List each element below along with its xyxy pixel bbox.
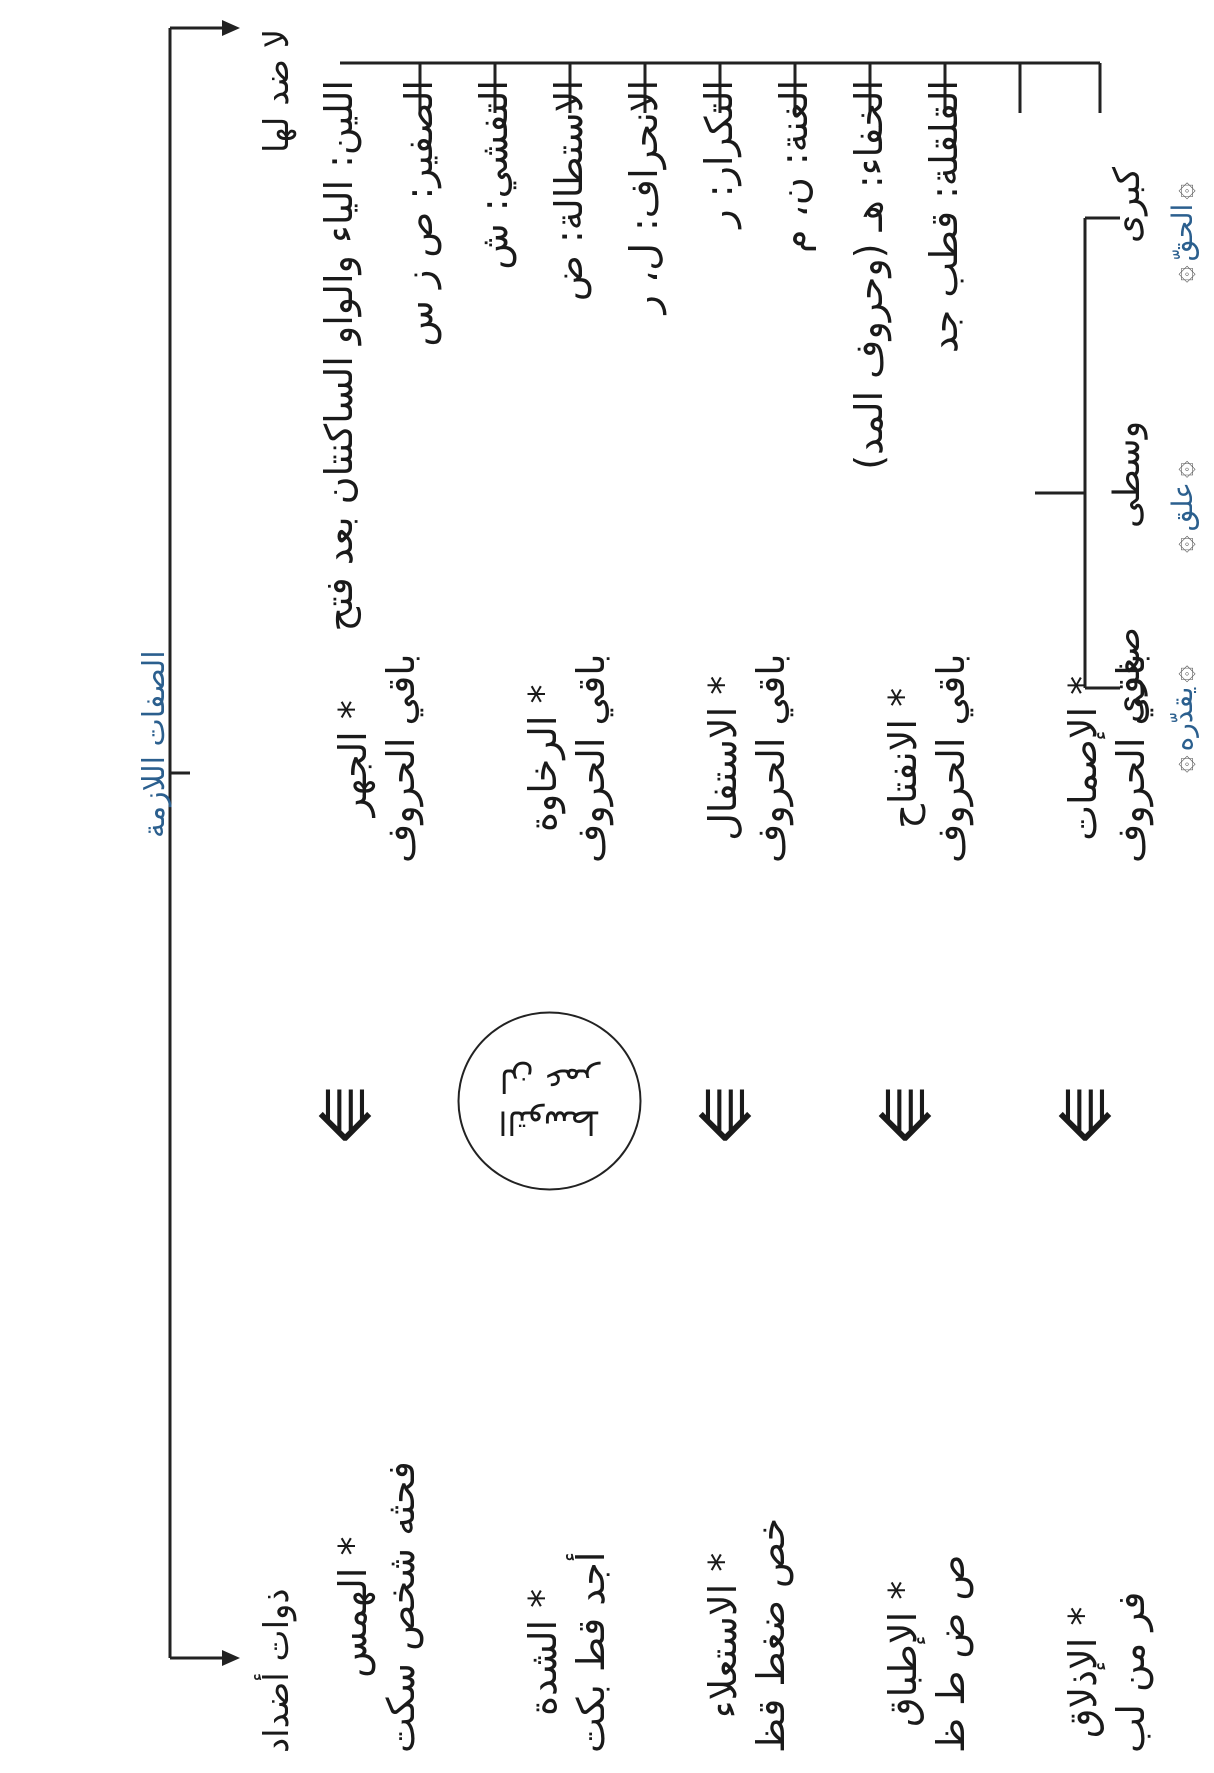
attribute-letters: أجد قط بكت <box>568 1551 613 1753</box>
attribute-rakhawa: * الرخاوة باقي الحروف <box>520 654 615 863</box>
ornament-icon: ۞ <box>1165 664 1200 683</box>
attribute-name: الهمس <box>331 1567 375 1678</box>
attribute-takrar: التكرار: ر <box>697 80 741 228</box>
tawassut-letters: لن عمر <box>499 1062 600 1100</box>
attribute-safeer: الصفير: ص ز س <box>397 80 441 347</box>
double-arrow-icon: ⟰ <box>315 1072 375 1155</box>
star-marker: * <box>521 1588 565 1608</box>
attribute-letters: باقي الحروف <box>928 653 973 863</box>
qalqala-example-wusta: ۞ علق ۞ <box>1165 461 1200 553</box>
attribute-name: الشدة <box>521 1619 565 1716</box>
attribute-hams: * الهمس فحثه شخص سكت <box>330 1461 425 1753</box>
attribute-idhlaq: * الإذلاق فر من لب <box>1060 1592 1155 1753</box>
attribute-letters: ص ض ط ظ <box>928 1554 973 1753</box>
star-marker: * <box>521 684 565 704</box>
double-arrow-icon: ⟰ <box>1055 1072 1115 1155</box>
attribute-infitah: * الانفتاح باقي الحروف <box>880 654 975 863</box>
attribute-letters: باقي الحروف <box>378 653 423 863</box>
attribute-name: الجهر <box>331 731 375 817</box>
diagram-title: الصفات اللازمة <box>137 650 172 838</box>
star-marker: * <box>1061 675 1105 695</box>
star-marker: * <box>881 687 925 707</box>
star-marker: * <box>701 675 745 695</box>
attribute-name: الرخاوة <box>521 715 565 833</box>
attribute-letters: باقي الحروف <box>748 653 793 863</box>
qalqala-level-kubra: كبرى <box>1107 166 1148 243</box>
attribute-ghunna: الغنة: ن، م <box>772 80 816 253</box>
attribute-jahr: * الجهر باقي الحروف <box>330 654 425 863</box>
star-marker: * <box>701 1552 745 1572</box>
ornament-icon: ۞ <box>1165 535 1200 553</box>
attribute-istila: * الاستعلاء خص ضغط قظ <box>700 1518 795 1753</box>
attribute-itbaq: * الإطباق ص ض ط ظ <box>880 1555 975 1753</box>
attribute-letters: خص ضغط قظ <box>748 1517 793 1753</box>
example-word: الحقّ <box>1166 203 1199 262</box>
star-marker: * <box>1061 1606 1105 1626</box>
double-arrow-icon: ⟰ <box>695 1072 755 1155</box>
attribute-letters: فر من لب <box>1108 1591 1153 1753</box>
attribute-qalqala: القلقلة: قطب جد <box>922 80 966 354</box>
qalqala-example-sughra: ۞ يقدّره ۞ <box>1165 665 1200 773</box>
attribute-name: الإطباق <box>881 1611 925 1727</box>
example-word: علق <box>1166 482 1199 532</box>
attribute-leen: اللين: الياء والواو الساكنتان بعد فتح <box>317 80 361 632</box>
attribute-name: الانفتاح <box>881 719 925 829</box>
qalqala-level-wusta: وسطى <box>1107 420 1148 528</box>
attribute-istifal: * الاستفال باقي الحروف <box>700 654 795 863</box>
attribute-name: الإصمات <box>1061 706 1105 841</box>
ornament-icon: ۞ <box>1165 265 1200 283</box>
attribute-letters: باقي الحروف <box>568 653 613 863</box>
attribute-khafa: الخفاء: هـ (وحروف المد) <box>847 80 891 470</box>
attribute-shidda: * الشدة أجد قط بكت <box>520 1552 615 1753</box>
attribute-inhiraf: الانحراف: ل، ر <box>622 80 666 314</box>
tawassut-name: التوسط <box>498 1103 601 1142</box>
star-marker: * <box>331 700 375 720</box>
ornament-icon: ۞ <box>1165 460 1200 479</box>
attribute-name: الاستفال <box>701 706 745 841</box>
qalqala-example-kubra: ۞ الحقّ ۞ <box>1165 182 1200 283</box>
tawassut-circle: التوسط لن عمر <box>457 1011 642 1191</box>
attribute-name: الإذلاق <box>1061 1637 1105 1738</box>
ornament-icon: ۞ <box>1165 755 1200 773</box>
ornament-icon: ۞ <box>1165 182 1200 200</box>
star-marker: * <box>881 1580 925 1600</box>
example-word: يقدّره <box>1166 686 1199 752</box>
without-opposites-label: لا ضد لها <box>257 28 297 153</box>
attribute-letters: فحثه شخص سكت <box>378 1461 423 1753</box>
with-opposites-label: ذوات أضداد <box>257 1588 297 1753</box>
attribute-tafashi: التفشي: ش <box>472 80 516 270</box>
attribute-istitala: الاستطالة: ض <box>547 80 591 302</box>
star-marker: * <box>331 1536 375 1556</box>
attribute-name: الاستعلاء <box>701 1583 745 1719</box>
double-arrow-icon: ⟰ <box>875 1072 935 1155</box>
qalqala-level-sughra: صغرى <box>1107 627 1148 723</box>
